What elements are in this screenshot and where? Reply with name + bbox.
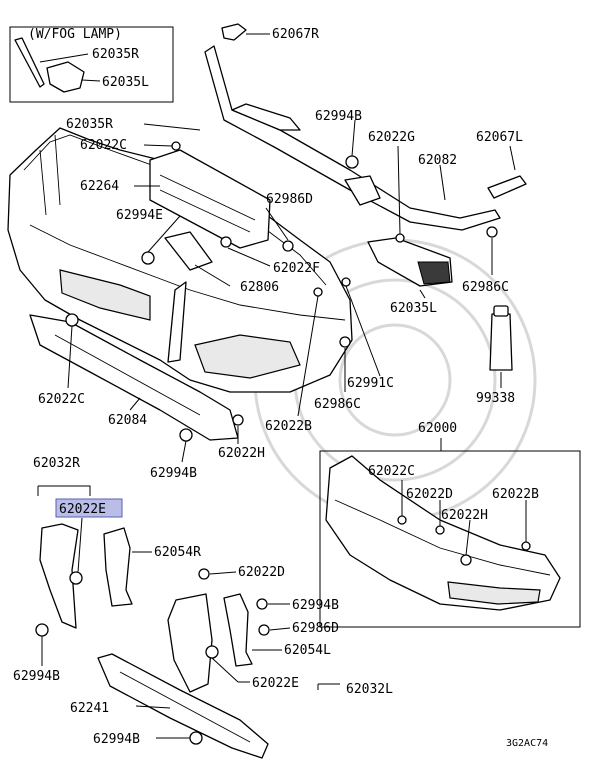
callout-99338[interactable]: 99338 (476, 391, 515, 406)
side-bracket-62032L (167, 568, 340, 693)
callout-62986D-low[interactable]: 62986D (292, 621, 339, 636)
callout-62067L[interactable]: 62067L (476, 130, 523, 145)
bracket-62032R (39, 523, 79, 629)
callout-62084[interactable]: 62084 (108, 413, 147, 428)
callout-62035L[interactable]: 62035L (390, 301, 437, 316)
bumper-face (7, 127, 353, 393)
callout-62022C-top[interactable]: 62022C (80, 138, 127, 153)
callout-62035R-inset[interactable]: 62035R (92, 47, 139, 62)
callout-62035L-inset[interactable]: 62035L (102, 75, 149, 90)
callout-62986C-mid[interactable]: 62986C (314, 397, 361, 412)
under-cover-62241 (97, 653, 269, 759)
callout-62994B-left[interactable]: 62994B (13, 669, 60, 684)
side-bracket-62032R (35, 485, 152, 666)
callout-62022H-box[interactable]: 62022H (441, 508, 488, 523)
garnish-62067L (487, 175, 527, 199)
callout-62054R[interactable]: 62054R (154, 545, 201, 560)
inset-fog-cover (46, 61, 85, 93)
callout-62022D-box[interactable]: 62022D (406, 487, 453, 502)
callout-62994B-mid[interactable]: 62994B (150, 466, 197, 481)
callout-62994E[interactable]: 62994E (116, 208, 163, 223)
side-cover-62035L (367, 237, 453, 287)
callout-62991C[interactable]: 62991C (347, 376, 394, 391)
callout-62806[interactable]: 62806 (240, 280, 279, 295)
callout-62022D-low[interactable]: 62022D (238, 565, 285, 580)
bracket-62054L (223, 593, 253, 667)
callout-62032R[interactable]: 62032R (33, 456, 80, 471)
callout-62022B-box[interactable]: 62022B (492, 487, 539, 502)
callout-62986D-top[interactable]: 62986D (266, 192, 313, 207)
callout-62241[interactable]: 62241 (70, 701, 109, 716)
bumper-upper-bracket (204, 23, 527, 231)
assembly-62000-box (319, 438, 581, 628)
leader-lines-upper (67, 119, 516, 463)
callout-62022F[interactable]: 62022F (273, 261, 320, 276)
callout-62032L[interactable]: 62032L (346, 682, 393, 697)
inset-label: (W/FOG LAMP) (28, 27, 122, 42)
callout-62022H-mid[interactable]: 62022H (218, 446, 265, 461)
callout-62022C-left[interactable]: 62022C (38, 392, 85, 407)
callout-62000[interactable]: 62000 (418, 421, 457, 436)
callout-62986C-right[interactable]: 62986C (462, 280, 509, 295)
inset-garnish-strip (14, 37, 45, 88)
callout-62067R[interactable]: 62067R (272, 27, 319, 42)
highlight-62022E (55, 498, 123, 518)
bracket-62032L (167, 593, 213, 693)
diagram-code: 3G2AC74 (506, 738, 548, 749)
reinforcement-62264 (149, 149, 271, 271)
bracket-62054R (103, 527, 133, 607)
callout-62035R[interactable]: 62035R (66, 117, 113, 132)
callout-62054L[interactable]: 62054L (284, 643, 331, 658)
bracket-62806 (164, 231, 213, 271)
callout-labels: 62067R 62994B 62035R 62022G 62067L 62022… (13, 27, 548, 749)
callout-62082[interactable]: 62082 (418, 153, 457, 168)
callout-62022B-mid[interactable]: 62022B (265, 419, 312, 434)
callout-62022E-low[interactable]: 62022E (252, 676, 299, 691)
sealant-tube-99338 (489, 305, 513, 371)
callout-62022G[interactable]: 62022G (368, 130, 415, 145)
callout-62994B-low[interactable]: 62994B (292, 598, 339, 613)
callout-62994B-top[interactable]: 62994B (315, 109, 362, 124)
fog-lamp-inset: (W/FOG LAMP) 62035R 62035L (9, 26, 174, 103)
callout-62022C-box[interactable]: 62022C (368, 464, 415, 479)
callout-62022E-highlighted[interactable]: 62022E (59, 502, 106, 517)
callout-62264[interactable]: 62264 (80, 179, 119, 194)
callout-62994B-bottom[interactable]: 62994B (93, 732, 140, 747)
